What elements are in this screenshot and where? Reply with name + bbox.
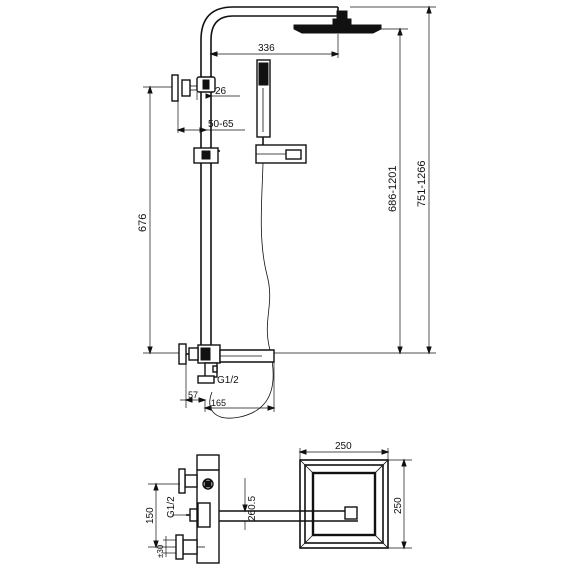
hand-shower: [256, 59, 271, 146]
label-250-width: 250: [335, 441, 352, 452]
plan-overhead-arm: [219, 506, 358, 522]
hand-shower-holder: [255, 144, 307, 164]
dimension-g12-front: G1/2: [217, 375, 239, 386]
dimension-250-width: 250: [298, 441, 390, 460]
dimension-165: 165: [203, 362, 276, 412]
label-250-depth: 250: [393, 497, 404, 514]
overhead-arm: [200, 6, 339, 41]
label-686-1201: 686-1201: [387, 166, 399, 213]
label-57: 57: [188, 390, 198, 400]
label-676: 676: [137, 214, 149, 232]
dimension-150: 150: [145, 482, 180, 549]
label-50-65: 50-65: [208, 119, 234, 130]
dimension-pm30: ±30: [156, 536, 176, 558]
plan-middle-connector: [186, 502, 211, 528]
inlet-connector: [197, 362, 218, 384]
label-g12-plan: G1/2: [166, 496, 177, 518]
dimension-336: 336: [209, 34, 340, 58]
label-751-1266: 751-1266: [416, 161, 428, 208]
label-260-5: 260.5: [247, 496, 258, 521]
label-336: 336: [258, 43, 275, 54]
label-g12-front: G1/2: [217, 375, 239, 386]
plan-handle-upper: [178, 468, 198, 494]
dimension-751-1266: 751-1266: [350, 5, 436, 355]
label-165: 165: [211, 398, 226, 408]
slide-bracket: [193, 147, 220, 164]
upper-holder: [171, 74, 216, 102]
rain-shower-head: [293, 10, 382, 34]
dimension-260-5: 260.5: [242, 478, 258, 530]
label-pm30: ±30: [156, 544, 165, 558]
dimension-26: 26: [196, 86, 240, 100]
front-elevation: 336 26 50-65 676: [137, 5, 436, 419]
dimension-g12-plan: G1/2: [166, 496, 186, 518]
plan-view: 250 250 260.5 150 G1/2: [145, 441, 412, 564]
plan-rain-head: [299, 459, 389, 549]
mixer-valve: [178, 343, 275, 365]
label-150: 150: [145, 507, 156, 524]
dimension-676: 676: [137, 85, 179, 355]
flexible-hose: [209, 162, 274, 419]
dimension-686-1201: 686-1201: [274, 27, 408, 355]
dimension-50-65: 50-65: [176, 101, 245, 133]
label-26: 26: [215, 86, 227, 97]
dimension-57: 57: [180, 364, 207, 408]
dimension-250-depth: 250: [388, 458, 412, 550]
